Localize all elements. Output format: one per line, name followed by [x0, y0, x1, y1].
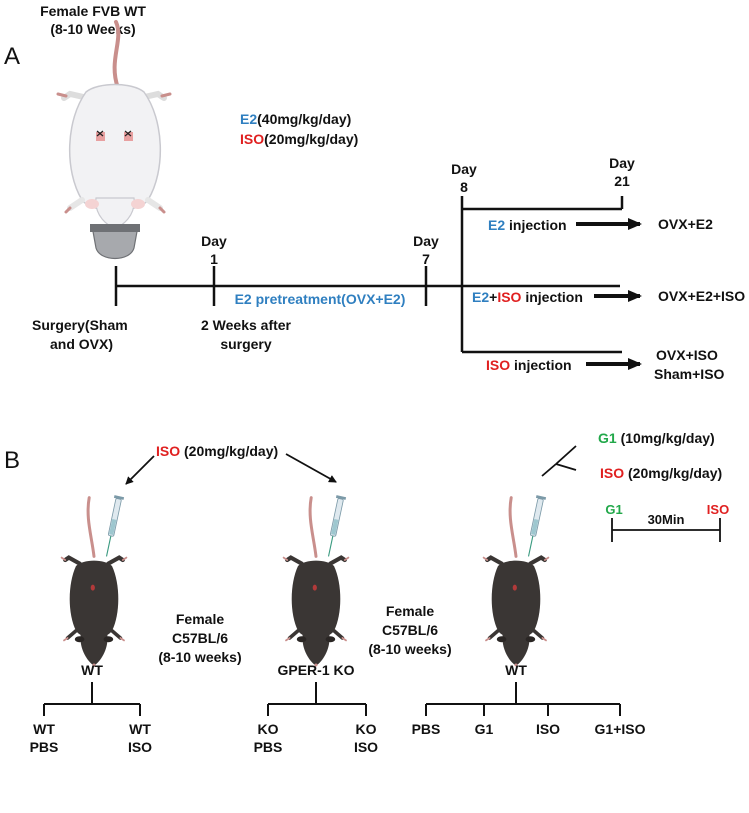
strain-age-2: (8-10 weeks): [368, 641, 451, 657]
panel-a-label: A: [4, 43, 20, 70]
syringe-icon: [523, 494, 547, 559]
surgery-label-1: Surgery(Sham: [32, 317, 128, 333]
surgery-label-2: and OVX): [50, 336, 113, 352]
day8-label-num: 8: [460, 179, 468, 195]
group-g1: G1: [475, 721, 494, 737]
timeline-g1: G1: [605, 502, 622, 517]
outcome-arrows: [576, 218, 642, 370]
group-wt-pbs-line2: PBS: [30, 739, 59, 755]
group-pbs: PBS: [412, 721, 441, 737]
mouse-label-wt2: WT: [505, 662, 527, 678]
iso-dose-b2: ISO (20mg/kg/day): [600, 465, 722, 481]
after-surgery-1: 2 Weeks after: [201, 317, 292, 333]
mouse-title-line1: Female FVB WT: [40, 3, 146, 19]
iso-arrows: [125, 453, 337, 485]
group-wt-iso-line2: ISO: [128, 739, 152, 755]
group-wt-iso-line1: WT: [129, 721, 151, 737]
dose-bracket: [541, 445, 577, 477]
group-iso: ISO: [536, 721, 560, 737]
syringe-icon: [101, 494, 125, 559]
group-ko-iso-line1: KO: [356, 721, 377, 737]
day21-label-word: Day: [609, 155, 635, 171]
outcome-sham-iso: Sham+ISO: [654, 366, 725, 382]
strain-name-1: C57BL/6: [172, 630, 228, 646]
outcome-ovx-iso: OVX+ISO: [656, 347, 718, 363]
syringe-icon: [323, 494, 347, 559]
branch-iso-injection: ISO injection: [486, 357, 572, 373]
strain-name-2: C57BL/6: [382, 622, 438, 638]
mouse-label-ko: GPER-1 KO: [277, 662, 354, 678]
pretreatment-label: E2 pretreatment(OVX+E2): [235, 291, 406, 307]
timeline-iso: ISO: [707, 502, 729, 517]
strain-female-2: Female: [386, 603, 434, 619]
g1-iso-timeline: [611, 518, 721, 542]
strain-age-1: (8-10 weeks): [158, 649, 241, 665]
group-tree: [43, 682, 621, 716]
white-mouse-icon: [56, 20, 172, 260]
day8-label-word: Day: [451, 161, 477, 177]
strain-female-1: Female: [176, 611, 224, 627]
mouse-label-wt: WT: [81, 662, 103, 678]
day1-label-word: Day: [201, 233, 227, 249]
day7-label-word: Day: [413, 233, 439, 249]
iso-dose-b: ISO (20mg/kg/day): [156, 443, 278, 459]
iso-dose-label: ISO(20mg/kg/day): [240, 131, 358, 147]
mouse-title-line2: (8-10 Weeks): [50, 21, 135, 37]
timeline-30min: 30Min: [648, 512, 685, 527]
group-ko-pbs-line1: KO: [258, 721, 279, 737]
group-ko-iso-line2: ISO: [354, 739, 378, 755]
day21-label-num: 21: [614, 173, 630, 189]
group-g1-iso: G1+ISO: [595, 721, 646, 737]
after-surgery-2: surgery: [220, 336, 272, 352]
outcome-ovx-e2: OVX+E2: [658, 216, 713, 232]
day7-label-num: 7: [422, 251, 430, 267]
outcome-ovx-e2-iso: OVX+E2+ISO: [658, 288, 745, 304]
group-ko-pbs-line2: PBS: [254, 739, 283, 755]
g1-dose: G1 (10mg/kg/day): [598, 430, 715, 446]
group-wt-pbs-line1: WT: [33, 721, 55, 737]
timeline-lines: [114, 196, 624, 354]
branch-e2-iso-injection: E2+ISO injection: [472, 289, 583, 305]
panel-b-label: B: [4, 447, 20, 474]
e2-dose-label: E2(40mg/kg/day): [240, 111, 351, 127]
branch-e2-injection: E2 injection: [488, 217, 567, 233]
day1-label-num: 1: [210, 251, 218, 267]
